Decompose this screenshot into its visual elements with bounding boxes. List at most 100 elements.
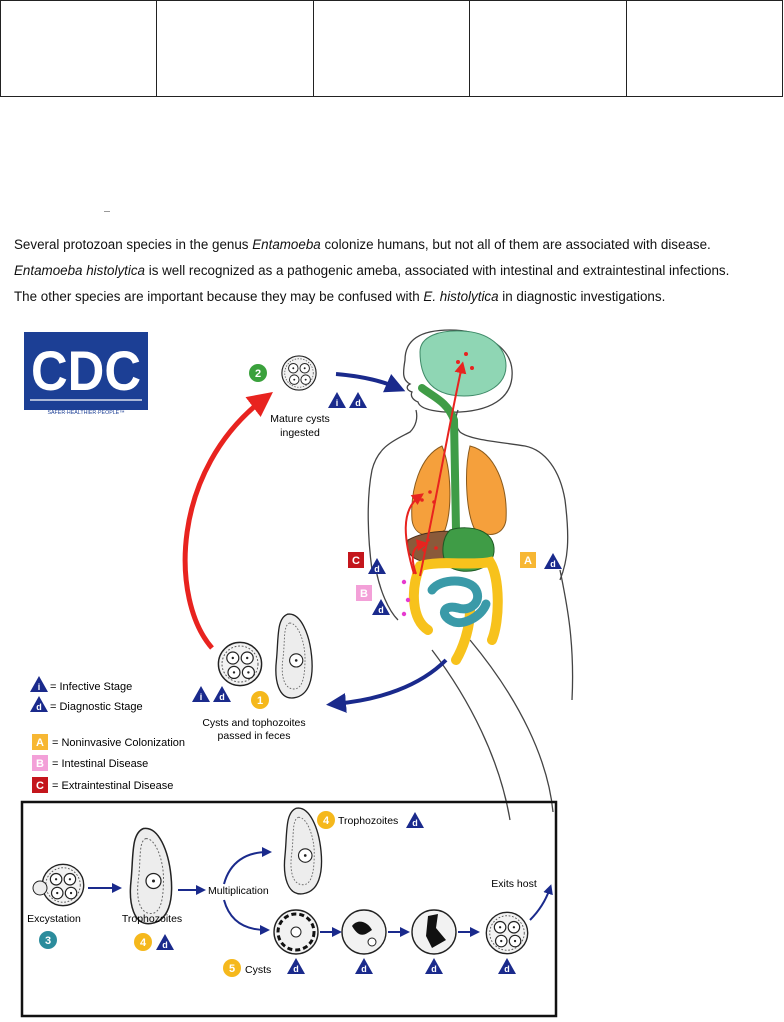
intro-text: is well recognized as a pathogenic ameba… [145, 263, 730, 278]
infective-badge-letter: i [38, 682, 41, 692]
diagnostic-badge [406, 812, 424, 828]
diagnostic-badge-letter: d [412, 818, 418, 828]
badge-C-letter: C [352, 555, 360, 567]
stage-4-marker [317, 811, 335, 829]
stage-3-label: Excystation [27, 913, 81, 925]
right-lung [466, 445, 507, 535]
legend-diagnostic: = Diagnostic Stage [50, 701, 143, 713]
intro-species-name: Entamoeba histolytica [14, 263, 146, 278]
intro-text: colonize humans, but not all of them are… [320, 237, 711, 252]
diagnostic-badge-letter: d [378, 605, 384, 615]
intro-line-2: Entamoeba histolytica is well recognized… [14, 258, 774, 284]
table-cell [312, 0, 471, 97]
diagnostic-badge [156, 934, 174, 950]
passed-trophozoite [275, 613, 313, 699]
stage-4-number: 4 [140, 937, 147, 949]
diagnostic-badge-letter: d [355, 398, 361, 408]
stage-5-number: 5 [229, 963, 235, 975]
intro-paragraph: Several protozoan species in the genus E… [14, 232, 774, 310]
stage-3-marker [39, 931, 57, 949]
brain [419, 330, 507, 397]
binucleate-cyst [411, 909, 457, 955]
legend-B-letter: B [36, 758, 44, 770]
stray-mark [104, 211, 110, 212]
stage-2-label-line-2: ingested [280, 427, 320, 439]
cdc-logo-tagline: SAFER·HEALTHIER·PEOPLE™ [47, 410, 124, 416]
table-cell [0, 0, 158, 97]
stage-1-badges: i d [192, 686, 231, 702]
table-cell [156, 0, 314, 97]
colon [408, 556, 503, 645]
cdc-logo-background [24, 332, 148, 410]
intestinal-cycle-inset [20, 800, 558, 1018]
excretion-arrow [326, 658, 448, 713]
stage-1-label-line-1: Cysts and tophozoites [202, 717, 305, 729]
legend-C: = Extraintestinal Disease [52, 780, 173, 792]
dissemination-arrows [404, 361, 467, 577]
stage-2-marker [249, 364, 267, 382]
legend-A: = Noninvasive Colonization [52, 737, 185, 749]
small-intestine [427, 576, 491, 628]
excysting-cyst [41, 863, 85, 907]
stage-1-number: 1 [257, 695, 263, 707]
multiplication-label: Multiplication [208, 885, 269, 897]
legend-infective: = Infective Stage [50, 681, 132, 693]
cyst-diagnostic-badges: d d d d [287, 958, 516, 974]
diagnostic-badge-letter: d [219, 692, 225, 702]
diagnostic-badge-letter: d [293, 964, 299, 974]
table-cell [469, 0, 627, 97]
table-cell [625, 0, 784, 97]
emerging-ameba [32, 880, 48, 896]
mature-cyst-inset [485, 911, 529, 955]
diagnostic-badge-letter: d [361, 964, 367, 974]
stage-2-number: 2 [255, 368, 261, 380]
badge-A: A d [520, 552, 562, 569]
stage-2-badges: i d [328, 392, 367, 408]
cdc-logo: CDC SAFER·HEALTHIER·PEOPLE™ [24, 332, 148, 416]
intro-text: in diagnostic investigations. [498, 289, 666, 304]
stage-5-marker [223, 959, 241, 977]
diagnostic-badge-letter: d [36, 702, 42, 712]
legend-C-letter: C [36, 780, 44, 792]
diagnostic-badge-letter: d [374, 564, 380, 574]
flow-arrow [223, 847, 272, 885]
life-cycle-diagram: CDC SAFER·HEALTHIER·PEOPLE™ [20, 329, 574, 1018]
multiplied-trophozoite [283, 807, 323, 895]
intro-text: The other species are important because … [14, 289, 424, 304]
stage-2-label-line-1: Mature cysts [270, 413, 330, 425]
badge-B-letter: B [360, 588, 368, 600]
intro-line-1: Several protozoan species in the genus E… [14, 232, 774, 258]
rectum [451, 605, 475, 665]
mature-cyst [281, 355, 317, 391]
intestinal-lesions [401, 579, 411, 617]
stage-4-number: 4 [323, 815, 330, 827]
legend-B: = Intestinal Disease [52, 758, 148, 770]
ingestion-arrow [335, 372, 406, 393]
diagnostic-badge-letter: d [162, 940, 168, 950]
trophozoite [129, 827, 173, 925]
stage-1-marker [251, 691, 269, 709]
intro-text: Several protozoan species in the genus [14, 237, 253, 252]
infective-badge-letter: i [200, 692, 203, 702]
cysts-label: Cysts [245, 964, 271, 976]
badge-B: B d [356, 585, 390, 615]
intro-species-abbrev: E. histolytica [423, 289, 499, 304]
esophagus [418, 384, 460, 534]
intro-genus-name: Entamoeba [252, 237, 321, 252]
diagnostic-badge-letter: d [431, 964, 437, 974]
empty-header-table [0, 0, 784, 97]
stage-3-number: 3 [45, 935, 51, 947]
cdc-logo-text: CDC [31, 339, 141, 402]
badge-A-letter: A [524, 555, 532, 567]
flow-arrow [223, 899, 270, 935]
legend-A-letter: A [36, 737, 44, 749]
exits-host-label: Exits host [491, 878, 537, 890]
precyst [273, 909, 319, 955]
passed-cyst [217, 641, 263, 687]
trophozoites-label: Trophozoites [338, 815, 398, 827]
intro-line-3: The other species are important because … [14, 284, 774, 310]
stage-4-label: Trophozoites [122, 913, 182, 925]
stage-4-marker [134, 933, 152, 951]
diagnostic-badge-letter: d [550, 559, 556, 569]
infective-badge-letter: i [336, 398, 339, 408]
